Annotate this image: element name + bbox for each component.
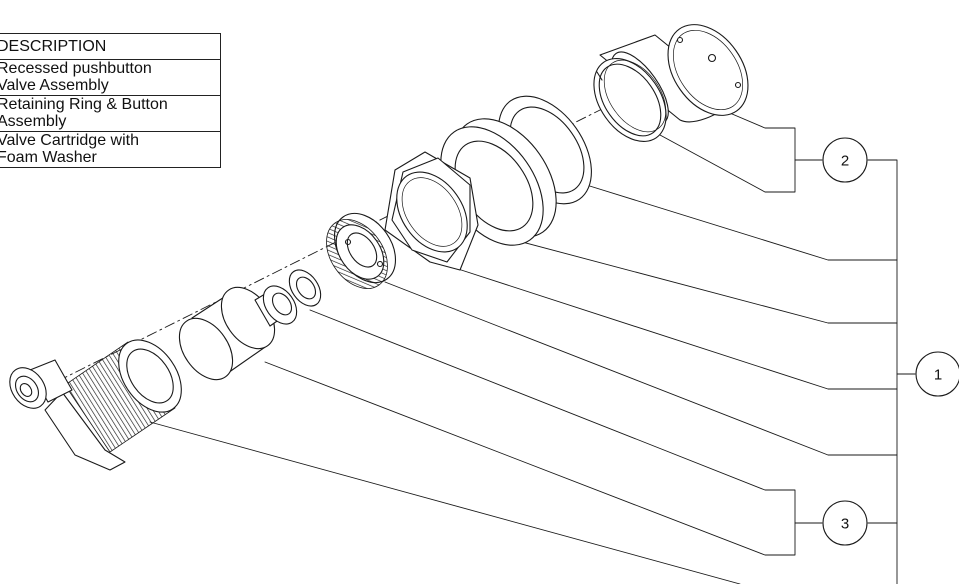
callout-label: 1 xyxy=(934,367,942,384)
callout-circle xyxy=(822,500,868,546)
body-thread-face xyxy=(118,339,182,413)
elbow-outlet-core xyxy=(19,383,33,397)
leader-line xyxy=(454,267,898,390)
callout-circle xyxy=(915,351,959,397)
leader-line xyxy=(506,237,898,324)
ring-outer xyxy=(593,58,667,142)
threaded-collar-part xyxy=(326,212,397,289)
leader-line xyxy=(149,421,741,584)
callout-3: 3 xyxy=(822,500,868,546)
body-base xyxy=(44,391,126,471)
leader-line xyxy=(659,134,796,193)
leader-line xyxy=(579,182,898,261)
description-table: DESCRIPTION Recessed pushbutton Valve As… xyxy=(0,33,221,168)
ring-inner xyxy=(598,63,662,137)
table-header-row: DESCRIPTION xyxy=(0,33,221,60)
leader-line xyxy=(264,361,796,556)
elbow-outlet-inner xyxy=(14,375,40,403)
cartridge-rear xyxy=(178,317,234,381)
ring-gap xyxy=(596,71,603,81)
cap-pin-hole xyxy=(676,36,684,44)
cap-pin-hole xyxy=(734,81,742,89)
callout-1: 1 xyxy=(915,351,959,397)
row-text-line: Valve Cartridge with xyxy=(0,132,139,149)
leader-line xyxy=(867,159,898,584)
o-ring-inner xyxy=(295,276,317,300)
cap-center-hole xyxy=(707,53,717,63)
callout-circle xyxy=(822,137,868,183)
o-ring-part xyxy=(288,269,322,307)
table-cell-recessed-pushbutton: Recessed pushbutton Valve Assembly xyxy=(0,59,221,96)
ring-inner-edge xyxy=(603,59,667,133)
row-text-line: Recessed pushbutton xyxy=(0,60,152,77)
nut-thread xyxy=(401,177,463,247)
retaining-ring-part xyxy=(593,58,667,142)
row-text-line: Retaining Ring & Button xyxy=(0,96,168,113)
callout-2: 2 xyxy=(822,137,868,183)
table-cell-valve-cartridge: Valve Cartridge with Foam Washer xyxy=(0,131,221,168)
callout-label: 2 xyxy=(841,153,849,170)
collar-bore xyxy=(346,232,378,268)
table-row: Recessed pushbutton Valve Assembly xyxy=(0,59,221,96)
body-bore xyxy=(126,348,174,404)
callout-label: 3 xyxy=(841,516,849,533)
foam-washer-inner xyxy=(271,292,293,316)
valve-cartridge-part xyxy=(178,285,298,381)
leader-line xyxy=(717,107,823,161)
table-row: Valve Cartridge with Foam Washer xyxy=(0,131,221,168)
collar-hole xyxy=(344,238,352,246)
leader-line xyxy=(384,281,898,456)
collar-hole xyxy=(376,260,384,268)
table-header: DESCRIPTION xyxy=(0,33,221,60)
cap-face-inner xyxy=(672,29,744,111)
leader-lines xyxy=(149,107,916,584)
o-ring-outer xyxy=(288,269,322,307)
hex-nut-part xyxy=(384,151,479,271)
row-text-line: Assembly xyxy=(0,113,67,130)
leader-line xyxy=(309,309,823,524)
valve-body-part xyxy=(9,339,182,471)
row-text-line: Valve Assembly xyxy=(0,77,109,94)
row-text-line: Foam Washer xyxy=(0,149,97,166)
